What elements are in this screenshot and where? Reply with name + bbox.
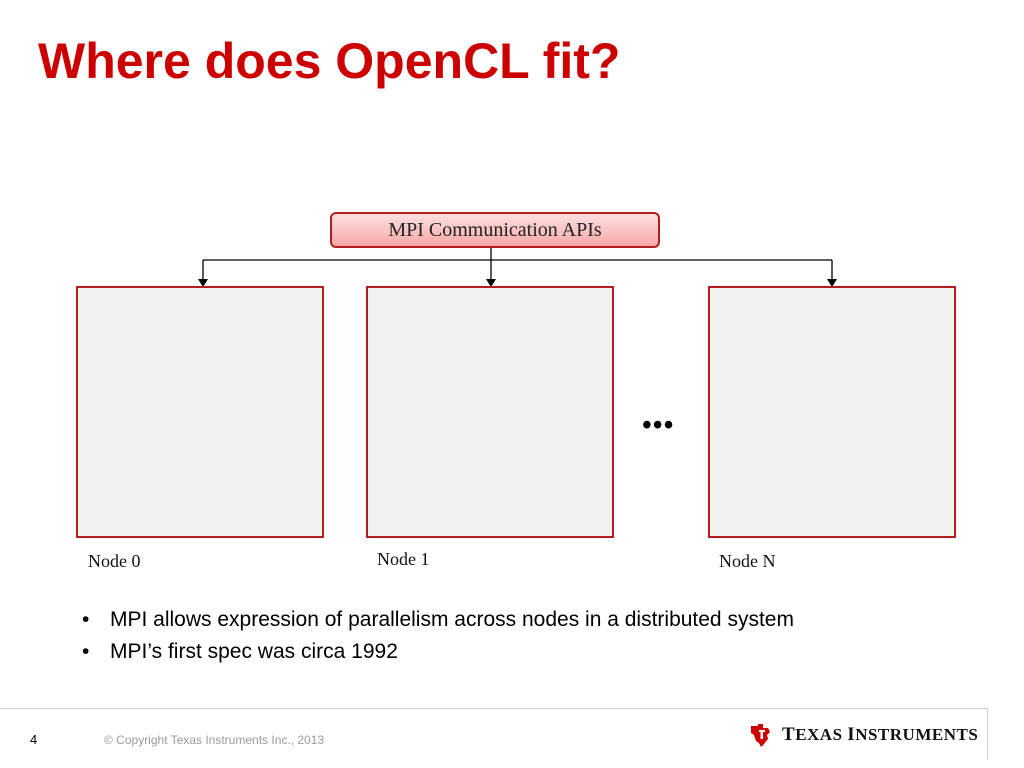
texas-instruments-logo: TEXAS INSTRUMENTS — [748, 722, 978, 748]
texas-instruments-logo-icon — [751, 724, 770, 747]
node-1-label: Node 1 — [377, 549, 430, 569]
bullet-text: MPI allows expression of parallelism acr… — [110, 608, 794, 631]
texas-instruments-wordmark: TEXAS INSTRUMENTS — [782, 724, 978, 746]
bullet-marker: • — [82, 640, 90, 663]
footer-divider — [0, 708, 988, 709]
mpi-api-label: MPI Communication APIs — [388, 218, 602, 241]
arrow-head-node-0 — [198, 279, 208, 287]
footer-vertical-divider — [987, 708, 988, 760]
arrow-head-node-n — [827, 279, 837, 287]
arrow-head-node-1 — [486, 279, 496, 287]
copyright-text: © Copyright Texas Instruments Inc., 2013 — [104, 733, 325, 747]
wordmark-exas: EXAS — [795, 725, 848, 744]
node-n-label: Node N — [719, 551, 776, 571]
wordmark-cap-t: T — [782, 724, 796, 745]
bullet-item: • MPI’s first spec was circa 1992 — [82, 636, 794, 668]
bullet-text: MPI’s first spec was circa 1992 — [110, 640, 398, 663]
node-0-box — [76, 286, 324, 538]
wordmark-nstruments: NSTRUMENTS — [855, 725, 979, 744]
node-ellipsis: ••• — [642, 410, 675, 441]
node-n-box — [708, 286, 956, 538]
mpi-api-box: MPI Communication APIs — [330, 212, 660, 248]
node-0-label: Node 0 — [88, 551, 141, 571]
bullet-marker: • — [82, 608, 90, 631]
wordmark-cap-i: I — [847, 724, 856, 745]
bullet-list: • MPI allows expression of parallelism a… — [82, 604, 794, 668]
slide-title: Where does OpenCL fit? — [38, 33, 621, 89]
node-1-box — [366, 286, 614, 538]
bullet-item: • MPI allows expression of parallelism a… — [82, 604, 794, 636]
page-number: 4 — [30, 732, 38, 747]
